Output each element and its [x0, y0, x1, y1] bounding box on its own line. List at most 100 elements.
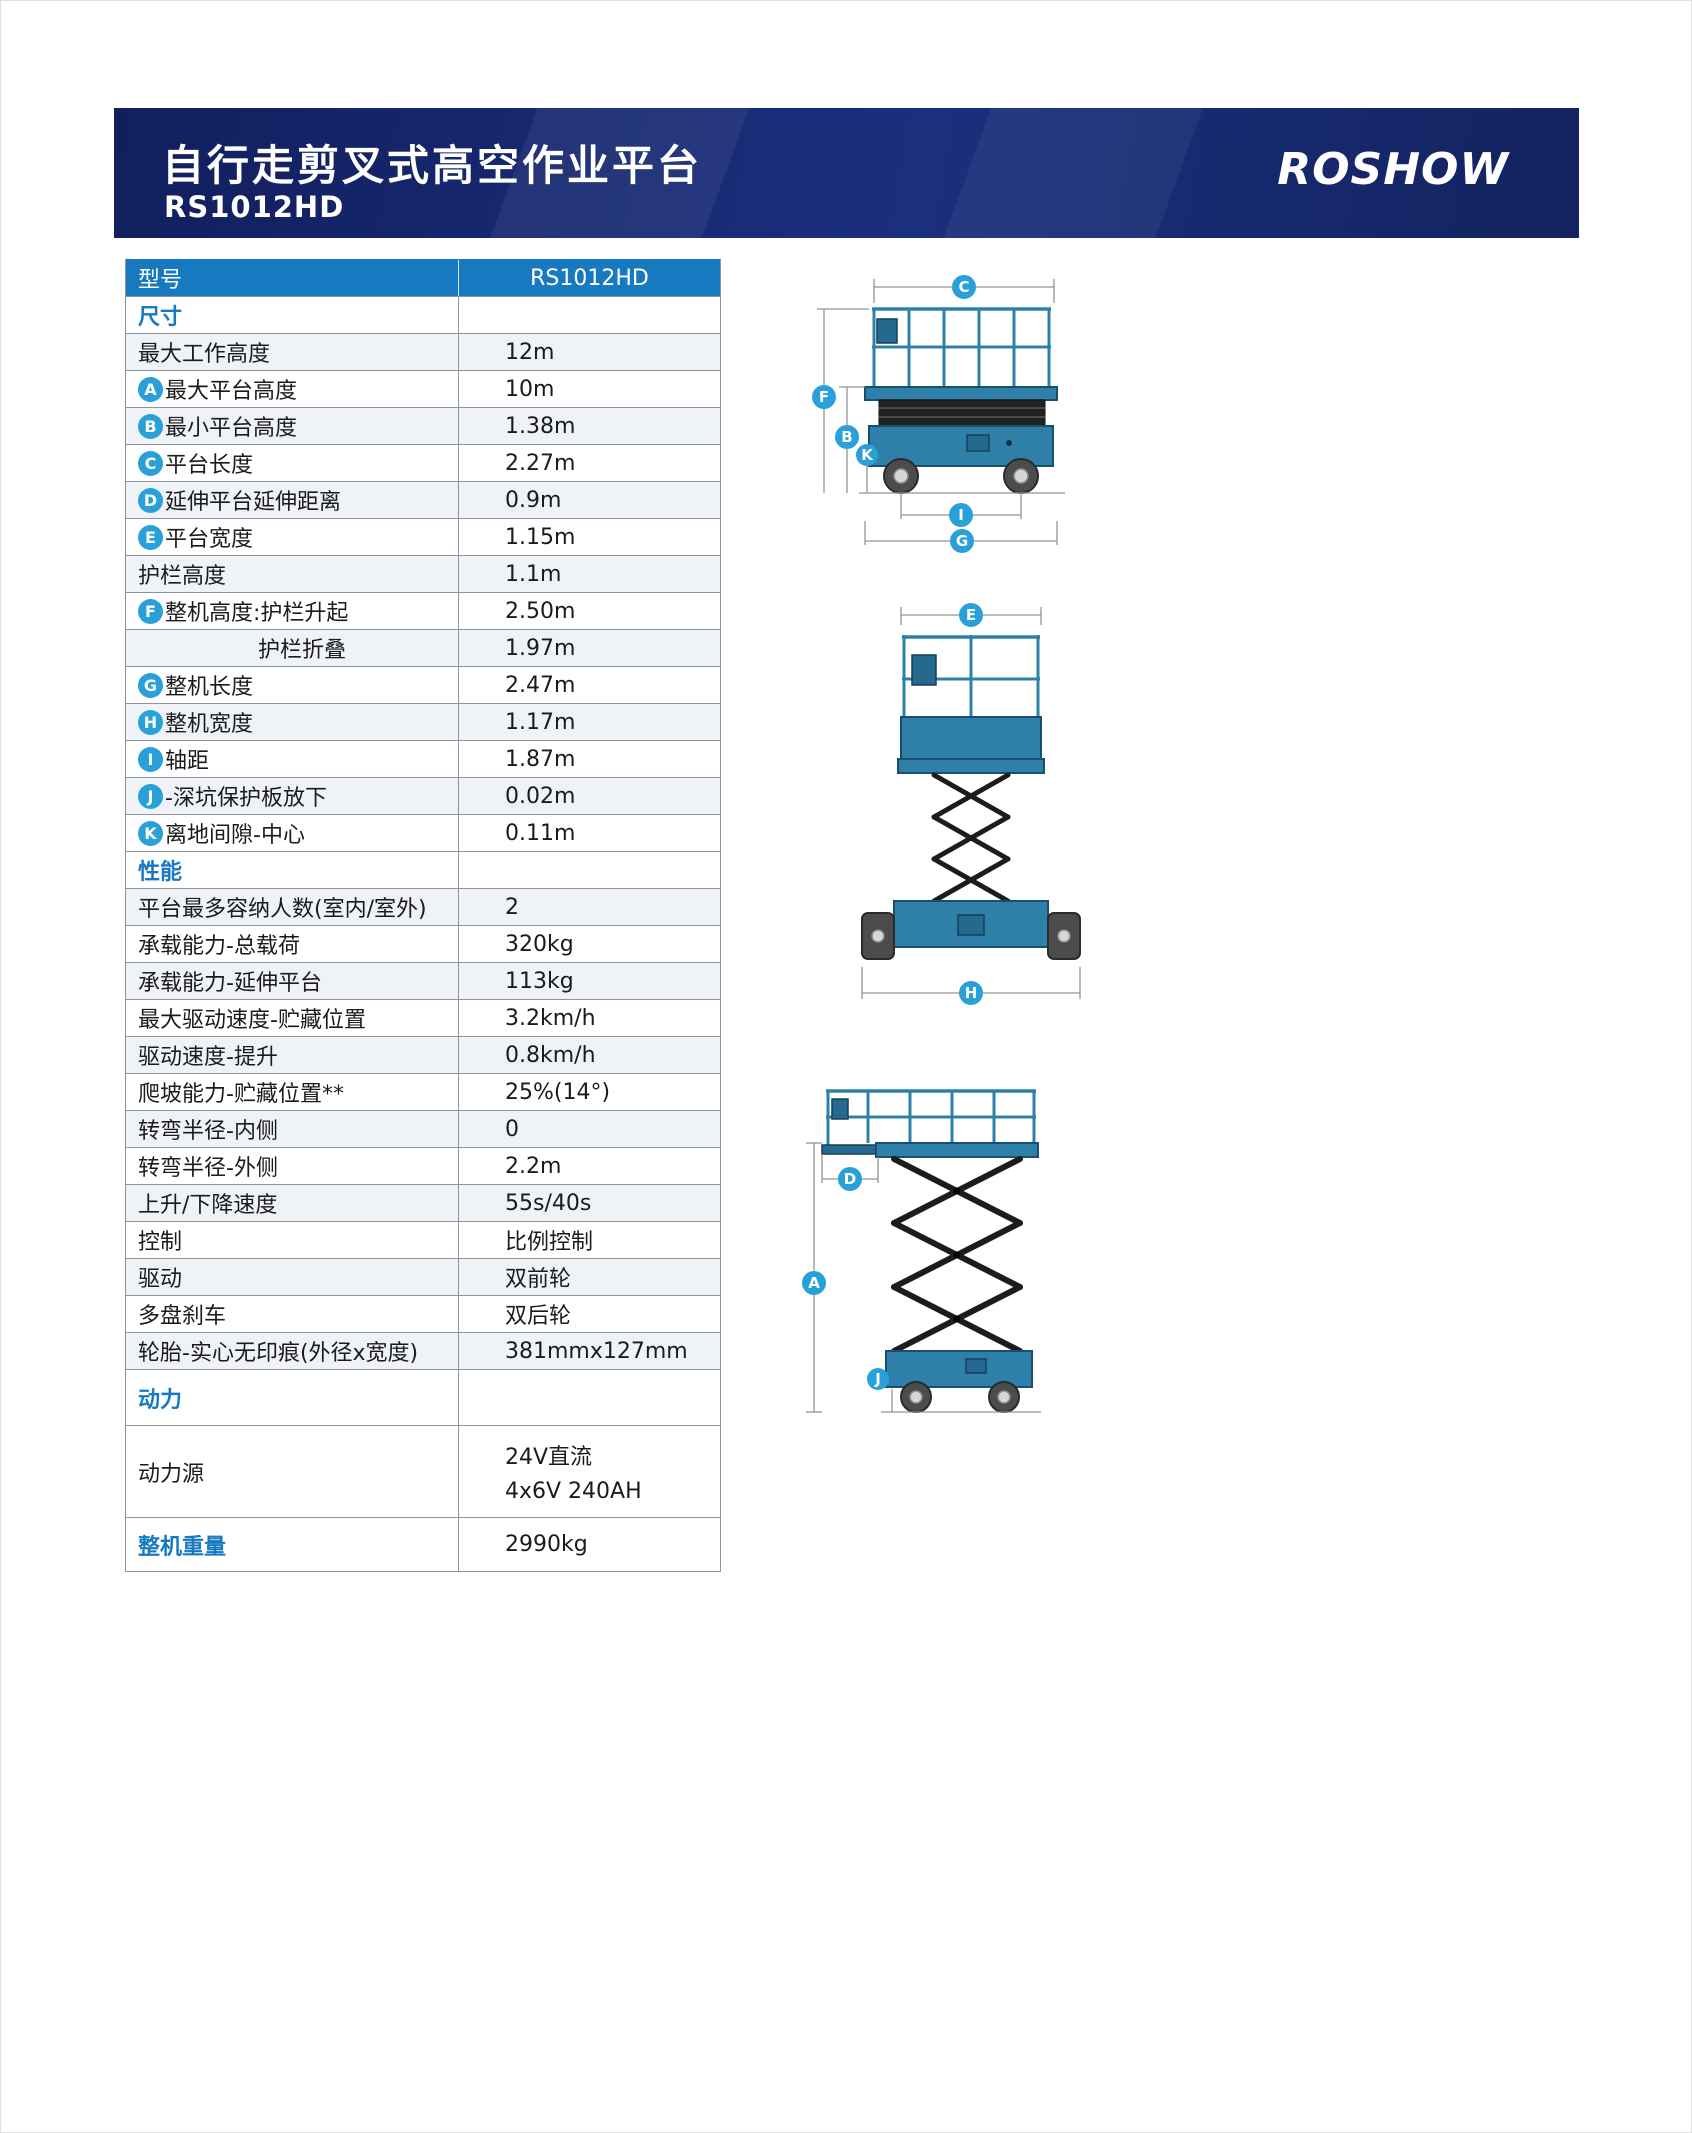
spec-label-cell: 最大工作高度 [126, 334, 458, 370]
spec-label-cell: 护栏高度 [126, 556, 458, 592]
dimension-letter-badge: G [138, 672, 163, 698]
dim-badge-J: J [867, 1368, 889, 1390]
dim-badge-A: A [802, 1271, 826, 1295]
spec-value-cell: 1.15m [458, 519, 720, 555]
spec-value-cell: 1.87m [458, 741, 720, 777]
spec-value-cell: 1.1m [458, 556, 720, 592]
spec-value-cell: 2.27m [458, 445, 720, 481]
spec-label: 最大平台高度 [165, 379, 298, 404]
spec-label: 护栏高度 [138, 564, 227, 589]
spec-value: 0 [505, 1116, 519, 1142]
spec-value: 1.1m [505, 561, 562, 587]
spec-value-cell: 0.11m [458, 815, 720, 851]
spec-label-cell: 多盘刹车 [126, 1296, 458, 1332]
dim-badge-I: I [949, 503, 973, 527]
spec-value-cell: 1.17m [458, 704, 720, 740]
diagram-front-view: E H [861, 603, 1081, 1005]
spec-label-cell: 平台最多容纳人数(室内/室外) [126, 889, 458, 925]
spec-value-cell [458, 297, 720, 333]
svg-text:B: B [841, 428, 852, 446]
dimension-letter-badge: H [138, 709, 163, 735]
spec-value: 3.2km/h [505, 1005, 596, 1031]
model-subtitle: RS1012HD [164, 190, 345, 224]
dim-badge-K: K [856, 444, 878, 466]
spec-value-cell: 2.47m [458, 667, 720, 703]
spec-value: 55s/40s [505, 1190, 592, 1216]
spec-label-cell: J-深坑保护板放下 [126, 778, 458, 814]
table-row: 动力 [126, 1369, 720, 1425]
spec-label: 最大工作高度 [138, 342, 271, 367]
spec-value: 2990kg [505, 1532, 588, 1557]
dim-badge-H: H [959, 981, 983, 1005]
table-row: 尺寸 [126, 296, 720, 333]
spec-label: 性能 [138, 860, 183, 885]
header-banner: 自行走剪叉式高空作业平台 RS1012HD ROSHOW [114, 108, 1579, 238]
spec-value-cell: 2990kg [458, 1518, 720, 1571]
spec-label: 整机宽度 [165, 712, 254, 737]
table-row: 最大驱动速度-贮藏位置 3.2km/h [126, 999, 720, 1036]
spec-value: 1.97m [505, 635, 576, 661]
spec-label-cell: 承载能力-延伸平台 [126, 963, 458, 999]
spec-label: 型号 [138, 268, 183, 293]
spec-label: 承载能力-延伸平台 [138, 971, 322, 996]
spec-value-cell: 2 [458, 889, 720, 925]
spec-label: 尺寸 [138, 305, 183, 330]
spec-value: 0.11m [505, 820, 576, 846]
spec-value-cell: 比例控制 [458, 1222, 720, 1258]
spec-value-cell: 3.2km/h [458, 1000, 720, 1036]
svg-text:C: C [958, 278, 969, 296]
spec-label-cell: 最大驱动速度-贮藏位置 [126, 1000, 458, 1036]
spec-value: RS1012HD [530, 265, 649, 291]
spec-label: 离地间隙-中心 [165, 823, 305, 848]
spec-value: 2.50m [505, 598, 576, 624]
dim-badge-B: B [835, 425, 859, 449]
spec-label-cell: 护栏折叠 [126, 630, 458, 666]
page-title: 自行走剪叉式高空作业平台 [162, 141, 703, 190]
spec-value: 10m [505, 376, 555, 402]
table-row: 爬坡能力-贮藏位置**25%(14°) [126, 1073, 720, 1110]
spec-label-cell: 驱动 [126, 1259, 458, 1295]
spec-label-cell: 型号 [126, 260, 458, 296]
spec-label: 整机长度 [165, 675, 254, 700]
spec-value-cell [458, 852, 720, 888]
spec-value: 113kg [505, 968, 574, 994]
spec-value: 1.17m [505, 709, 576, 735]
spec-label: 驱动 [138, 1267, 183, 1292]
diagram-stowed-side-view: C F B K I G [812, 275, 1065, 553]
dimension-letter-badge: D [138, 487, 163, 513]
spec-value-cell: 0 [458, 1111, 720, 1147]
spec-label-cell: 轮胎-实心无印痕(外径x宽度) [126, 1333, 458, 1369]
svg-text:A: A [808, 1274, 820, 1292]
spec-label-cell: 转弯半径-外侧 [126, 1148, 458, 1184]
spec-value-cell: 2.50m [458, 593, 720, 629]
spec-value-cell: 25%(14°) [458, 1074, 720, 1110]
spec-value: 320kg [505, 931, 574, 957]
spec-value: 0.9m [505, 487, 562, 513]
svg-text:D: D [844, 1170, 856, 1188]
spec-value-cell: 381mmx127mm [458, 1333, 720, 1369]
spec-label: 最小平台高度 [165, 416, 298, 441]
spec-value-cell: 0.02m [458, 778, 720, 814]
table-row: 护栏高度 1.1m [126, 555, 720, 592]
spec-value: 2 [505, 894, 519, 920]
spec-value-cell: 1.97m [458, 630, 720, 666]
dimension-letter-badge: I [138, 746, 163, 772]
